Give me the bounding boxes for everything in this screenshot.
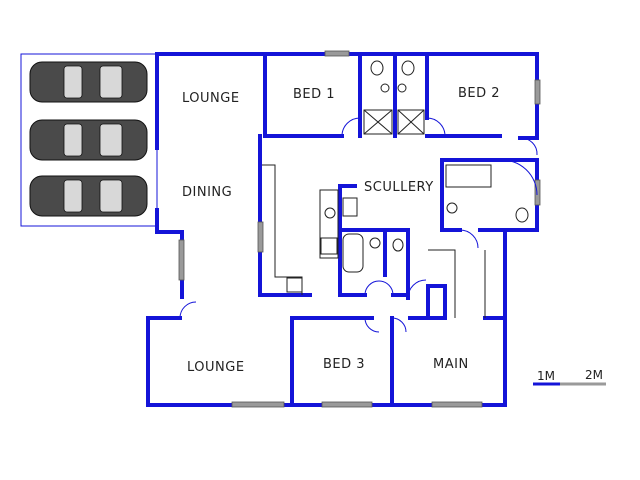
room-label-lounge-bottom: LOUNGE [187,360,245,375]
doors [179,117,538,333]
room-label-lounge-top: LOUNGE [182,91,240,106]
windows [178,50,541,408]
scale-bar: 1M 2M [533,368,606,386]
room-labels: LOUNGE DINING BED 1 BED 2 SCULLERY LOUNG… [182,86,500,375]
room-label-bed1: BED 1 [293,87,335,102]
room-label-bed3: BED 3 [323,357,365,372]
car-2 [29,119,148,161]
room-label-bed2: BED 2 [458,86,500,101]
garage [20,53,158,227]
car-1 [29,61,148,103]
fixtures [262,60,529,318]
scale-label-1m: 1M [537,369,555,383]
walls [146,52,539,407]
room-label-scullery: SCULLERY [364,180,434,195]
room-label-main: MAIN [433,357,469,372]
room-label-dining: DINING [182,185,232,200]
scale-label-2m: 2M [585,368,603,382]
car-3 [29,175,148,217]
